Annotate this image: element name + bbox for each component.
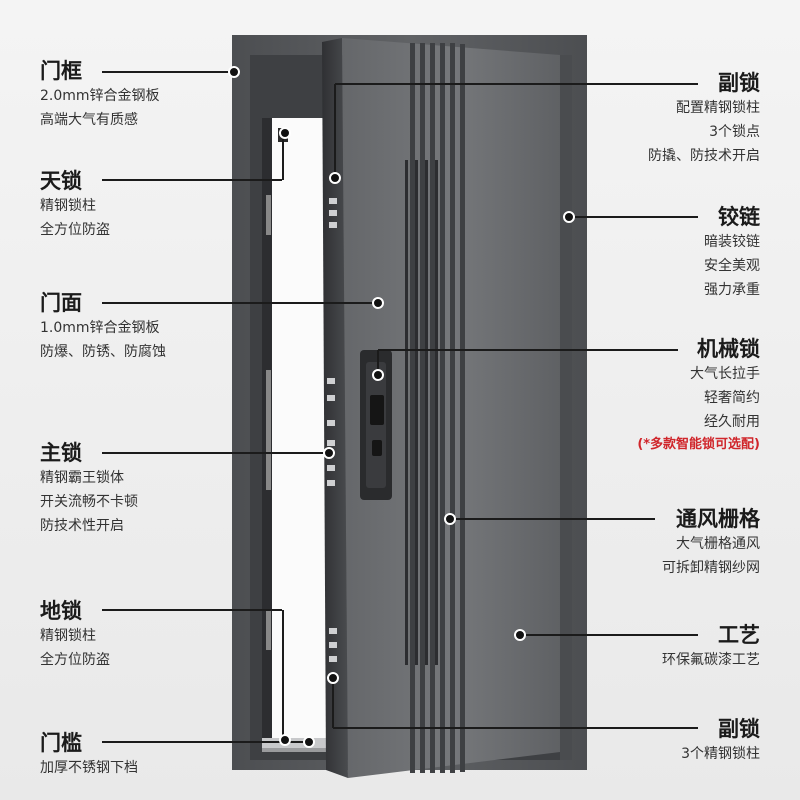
callout-aux-lock-top: 副锁 配置精钢锁柱 3个锁点 防撬、防技术开启 <box>648 70 760 168</box>
callout-line: 暗装铰链 <box>704 234 760 250</box>
callout-title: 副锁 <box>718 717 760 741</box>
callout-line: 可拆卸精钢纱网 <box>662 560 760 576</box>
callout-line: 精钢锁柱 <box>40 628 96 644</box>
callout-mechanical-lock: 机械锁 大气长拉手 轻奢简约 经久耐用 (*多款智能锁可选配) <box>637 336 760 456</box>
callout-line: 大气栅格通风 <box>676 536 760 552</box>
callout-line: 高端大气有质感 <box>40 112 138 128</box>
strike-plate <box>266 195 271 235</box>
callout-threshold: 门槛 加厚不锈钢下档 <box>40 730 138 780</box>
callout-line: 1.0mm锌合金钢板 <box>40 320 160 336</box>
callout-line: 精钢锁柱 <box>40 198 96 214</box>
callout-line: 全方位防盗 <box>40 222 110 238</box>
callout-lines <box>102 71 698 743</box>
callout-line: 安全美观 <box>704 258 760 274</box>
door-opening <box>268 118 332 748</box>
callout-title: 门框 <box>40 59 82 83</box>
callout-line: 加厚不锈钢下档 <box>40 760 138 776</box>
callout-line: 经久耐用 <box>704 414 760 430</box>
callout-line: 强力承重 <box>704 282 760 298</box>
vent-grille-slats <box>405 43 465 773</box>
callout-top-lock: 天锁 精钢锁柱 全方位防盗 <box>40 168 110 242</box>
callout-title: 天锁 <box>40 169 82 193</box>
callout-line: 精钢霸王锁体 <box>40 470 124 486</box>
callout-line: 轻奢简约 <box>704 390 760 406</box>
callout-title: 铰链 <box>718 205 760 229</box>
callout-door-panel: 门面 1.0mm锌合金钢板 防爆、防锈、防腐蚀 <box>40 290 166 364</box>
callout-aux-lock-bottom: 副锁 3个精钢锁柱 <box>681 716 760 766</box>
callout-line: 大气长拉手 <box>690 366 760 382</box>
callout-finish: 工艺 环保氟碳漆工艺 <box>662 622 760 672</box>
strike-plate <box>266 370 271 490</box>
callout-title: 门槛 <box>40 731 82 755</box>
callout-hinge: 铰链 暗装铰链 安全美观 强力承重 <box>704 204 760 302</box>
callout-line: 防爆、防锈、防腐蚀 <box>40 344 166 360</box>
callout-line: 3个锁点 <box>709 124 760 140</box>
callout-line: 环保氟碳漆工艺 <box>662 652 760 668</box>
callout-line: 全方位防盗 <box>40 652 110 668</box>
lock-bolts <box>327 198 337 662</box>
callout-title: 地锁 <box>40 599 82 623</box>
callout-title: 通风栅格 <box>676 507 760 531</box>
callout-dots <box>228 66 575 748</box>
callout-title: 机械锁 <box>697 337 760 361</box>
callout-line: 防撬、防技术开启 <box>648 148 760 164</box>
callout-line: 防技术性开启 <box>40 518 124 534</box>
callout-title: 主锁 <box>40 441 82 465</box>
callout-main-lock: 主锁 精钢霸王锁体 开关流畅不卡顿 防技术性开启 <box>40 440 138 538</box>
callout-title: 工艺 <box>718 623 760 647</box>
threshold-edge <box>262 748 342 752</box>
callout-bottom-lock: 地锁 精钢锁柱 全方位防盗 <box>40 598 110 672</box>
callout-title: 副锁 <box>718 71 760 95</box>
callout-line: 开关流畅不卡顿 <box>40 494 138 510</box>
door-handle <box>360 350 392 500</box>
door-leaf-edge <box>322 38 348 778</box>
callout-line: 3个精钢锁柱 <box>681 746 760 762</box>
smart-lock-note: (*多款智能锁可选配) <box>637 437 760 452</box>
callout-vent-grille: 通风栅格 大气栅格通风 可拆卸精钢纱网 <box>662 506 760 580</box>
callout-title: 门面 <box>40 291 82 315</box>
callout-line: 2.0mm锌合金钢板 <box>40 88 160 104</box>
strike-plate <box>266 610 271 650</box>
callout-line: 配置精钢锁柱 <box>676 100 760 116</box>
callout-frame: 门框 2.0mm锌合金钢板 高端大气有质感 <box>40 58 160 132</box>
hinge-side <box>560 55 572 760</box>
